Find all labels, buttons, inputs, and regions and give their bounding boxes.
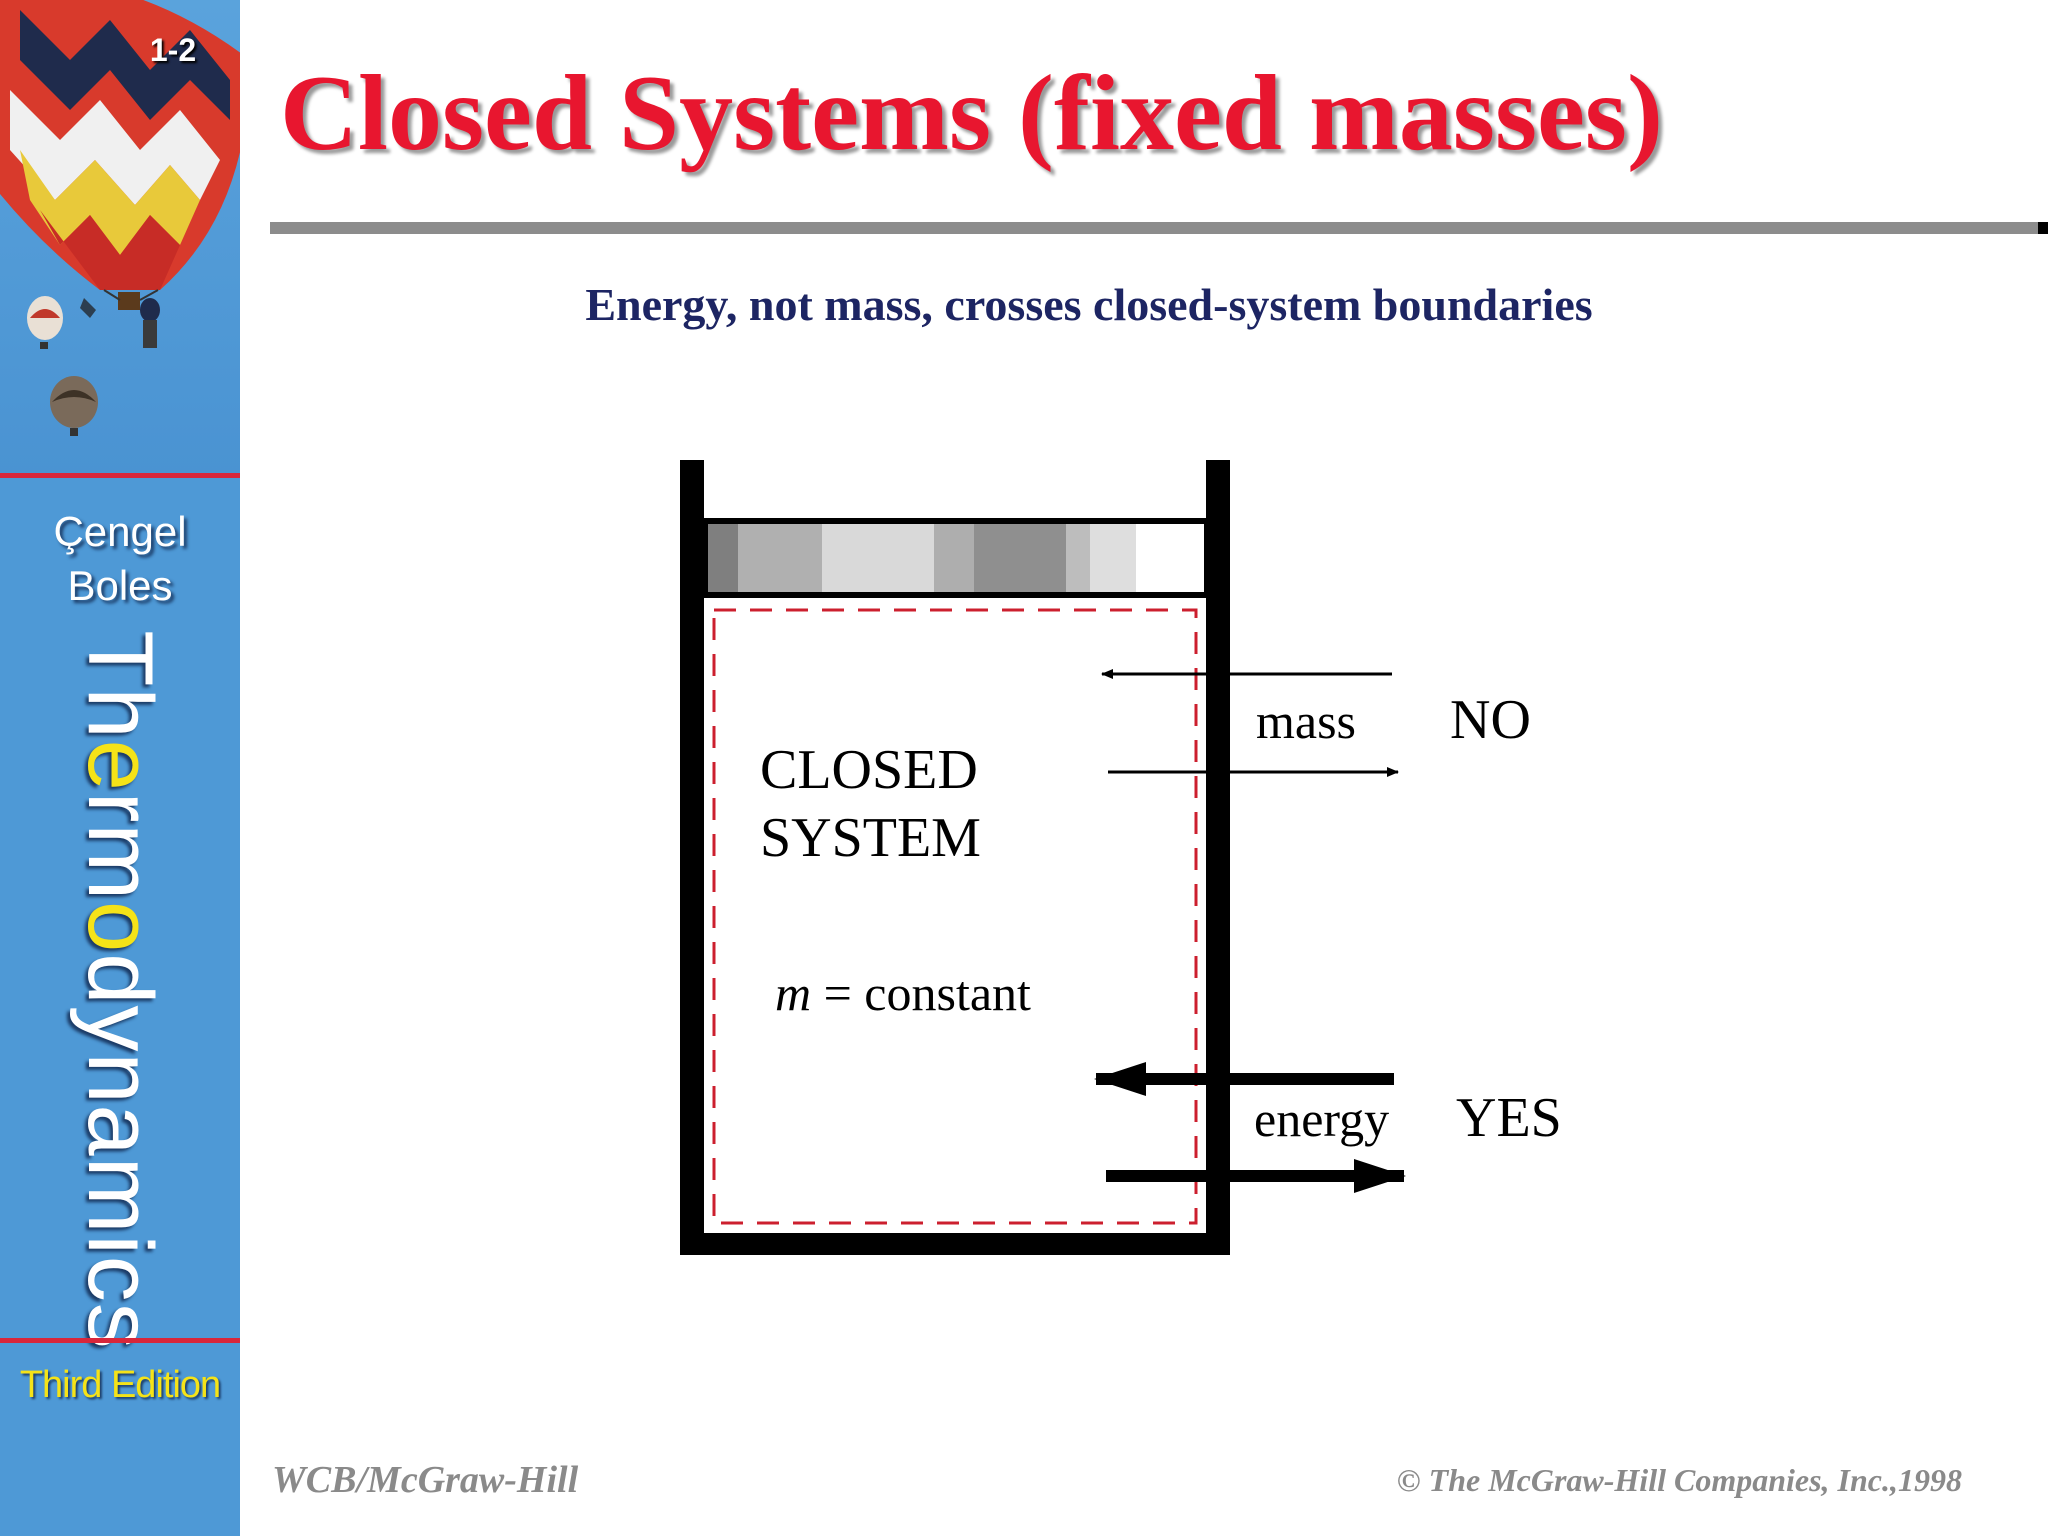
slide-number: 1-2: [149, 32, 197, 68]
sidebar: 1-2 Çengel Boles Thermodynamics Third Ed…: [0, 0, 240, 1536]
piston: [704, 518, 1206, 598]
footer-copyright: © The McGraw-Hill Companies, Inc.,1998: [1396, 1462, 1962, 1498]
system-boundary-dashed: [712, 608, 1198, 1225]
author-name-boles: Boles: [67, 562, 173, 609]
mass-symbol: m: [775, 965, 811, 1021]
sidebar-divider-bottom: [0, 1338, 240, 1343]
hot-air-balloon-image: [0, 0, 240, 476]
author-name-cengel: Çengel: [53, 508, 187, 555]
slide-subtitle: Energy, not mass, crosses closed-system …: [585, 279, 1593, 330]
mass-label: mass: [1256, 693, 1356, 749]
title-underline-rule: [270, 222, 2048, 234]
container-right-wall: [1206, 460, 1230, 1255]
title-rule-end-cap: [2038, 222, 2048, 234]
mass-answer-no: NO: [1450, 689, 1531, 751]
energy-answer-yes: YES: [1456, 1087, 1562, 1149]
mass-constant-equation: m = constant: [775, 965, 1031, 1021]
energy-label: energy: [1254, 1091, 1389, 1147]
system-label-closed: CLOSED: [760, 739, 978, 801]
edition-label: Third Edition: [19, 1364, 221, 1406]
container-left-wall: [680, 460, 704, 1255]
footer-publisher: WCB/McGraw-Hill: [272, 1459, 579, 1501]
container-bottom-wall: [680, 1233, 1230, 1255]
system-label-system: SYSTEM: [760, 807, 981, 869]
mass-equation-rest: = constant: [811, 965, 1031, 1021]
sidebar-divider-top: [0, 473, 240, 478]
slide-title: Closed Systems (fixed masses): [280, 54, 1663, 173]
